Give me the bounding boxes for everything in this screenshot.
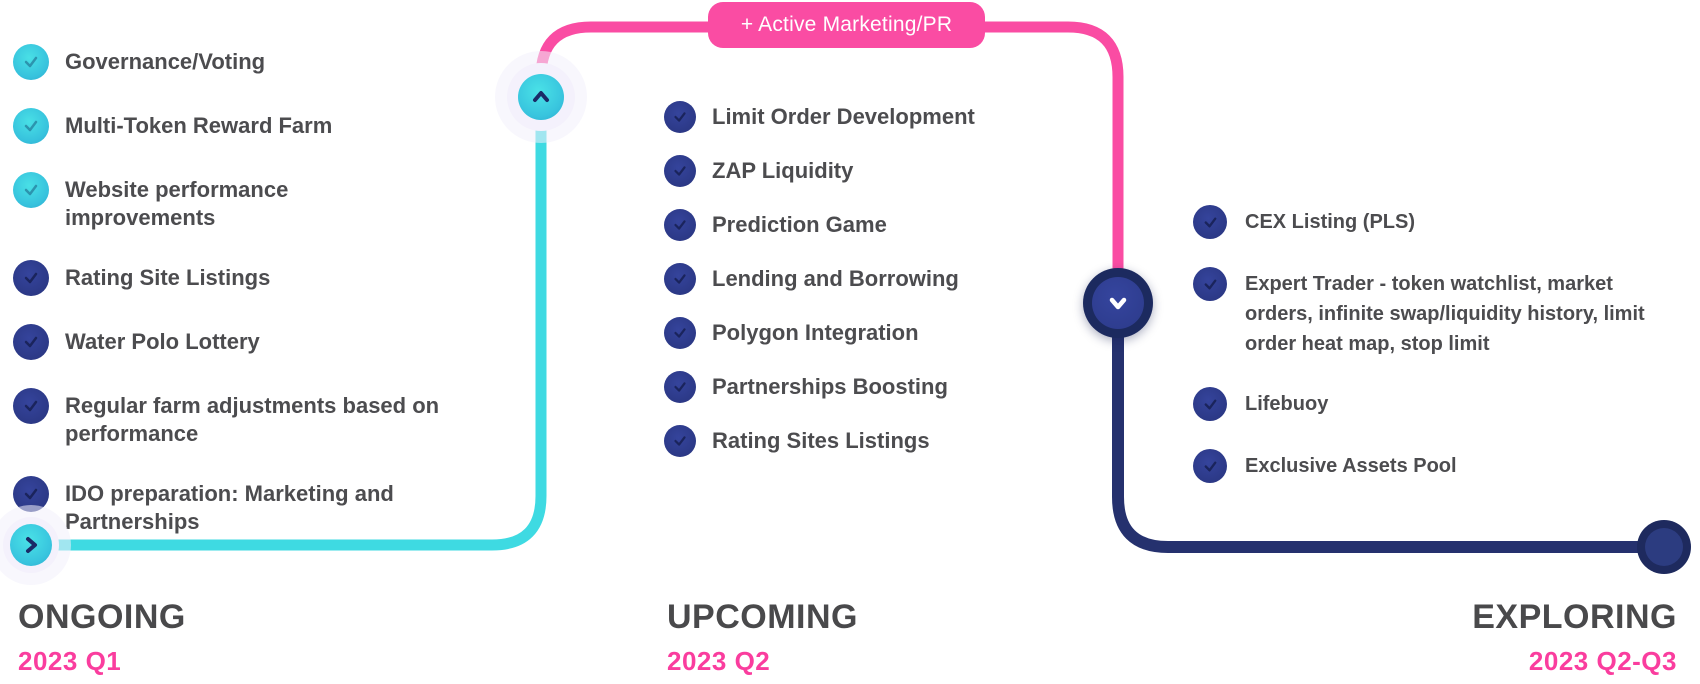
timeline-end-dot xyxy=(1637,520,1691,574)
list-item: Multi-Token Reward Farm xyxy=(13,108,473,144)
active-marketing-badge: + Active Marketing/PR xyxy=(708,2,985,48)
ongoing-items-list: Governance/Voting Multi-Token Reward Far… xyxy=(13,44,473,536)
check-icon xyxy=(13,388,49,424)
active-marketing-badge-label: + Active Marketing/PR xyxy=(740,13,953,36)
item-label: Limit Order Development xyxy=(712,104,975,129)
chevron-up-icon xyxy=(518,74,564,120)
item-label: CEX Listing (PLS) xyxy=(1245,211,1415,233)
exploring-items-list: CEX Listing (PLS) Expert Trader - token … xyxy=(1193,205,1663,483)
check-icon xyxy=(13,476,49,512)
item-label: ZAP Liquidity xyxy=(712,158,854,183)
item-label: Website performance improvements xyxy=(65,177,289,230)
check-icon xyxy=(1193,205,1227,239)
item-label: Partnerships Boosting xyxy=(712,374,948,399)
list-item: Expert Trader - token watchlist, market … xyxy=(1193,267,1663,359)
check-icon xyxy=(1193,267,1227,301)
check-icon xyxy=(664,317,696,349)
item-label: Governance/Voting xyxy=(65,49,266,74)
check-icon xyxy=(13,260,49,296)
exploring-segment-line xyxy=(1112,297,1670,553)
check-icon xyxy=(13,172,49,208)
list-item: Regular farm adjustments based on perfor… xyxy=(13,388,473,448)
list-item: Water Polo Lottery xyxy=(13,324,473,360)
exploring-header: EXPLORING 2023 Q2-Q3 xyxy=(1472,598,1677,677)
list-item: Lifebuoy xyxy=(1193,387,1663,421)
column-title: ONGOING xyxy=(18,598,186,636)
list-item: Prediction Game xyxy=(664,209,1084,241)
check-icon xyxy=(664,101,696,133)
list-item: Exclusive Assets Pool xyxy=(1193,449,1663,483)
check-icon xyxy=(664,155,696,187)
upcoming-header: UPCOMING 2023 Q2 xyxy=(667,598,858,677)
timeline-mid-node xyxy=(1083,268,1153,338)
list-item: CEX Listing (PLS) xyxy=(1193,205,1663,239)
item-label: Polygon Integration xyxy=(712,320,919,345)
list-item: Website performance improvements xyxy=(13,172,473,232)
column-title: EXPLORING xyxy=(1472,598,1677,636)
item-label: Prediction Game xyxy=(712,212,887,237)
list-item: IDO preparation: Marketing and Partnersh… xyxy=(13,476,473,536)
check-icon xyxy=(664,263,696,295)
item-label: Expert Trader - token watchlist, market … xyxy=(1245,273,1645,355)
item-label: IDO preparation: Marketing and Partnersh… xyxy=(65,481,394,534)
list-item: Limit Order Development xyxy=(664,101,1084,133)
list-item: Lending and Borrowing xyxy=(664,263,1084,295)
check-icon xyxy=(664,209,696,241)
check-icon xyxy=(1193,387,1227,421)
ongoing-header: ONGOING 2023 Q1 xyxy=(18,598,186,677)
column-period: 2023 Q2 xyxy=(667,646,771,676)
item-label: Lending and Borrowing xyxy=(712,266,959,291)
list-item: ZAP Liquidity xyxy=(664,155,1084,187)
upcoming-items-list: Limit Order Development ZAP Liquidity Pr… xyxy=(664,101,1084,457)
ongoing-segment-line xyxy=(25,91,547,551)
timeline-start-node xyxy=(3,517,59,573)
list-item: Partnerships Boosting xyxy=(664,371,1084,403)
list-item: Rating Sites Listings xyxy=(664,425,1084,457)
list-item: Polygon Integration xyxy=(664,317,1084,349)
column-period: 2023 Q1 xyxy=(18,646,122,676)
check-icon xyxy=(13,324,49,360)
item-label: Exclusive Assets Pool xyxy=(1245,455,1457,477)
list-item: Rating Site Listings xyxy=(13,260,473,296)
item-label: Regular farm adjustments based on perfor… xyxy=(65,393,440,446)
item-label: Multi-Token Reward Farm xyxy=(65,113,333,138)
check-icon xyxy=(664,371,696,403)
check-icon xyxy=(13,108,49,144)
check-icon xyxy=(1193,449,1227,483)
column-period: 2023 Q2-Q3 xyxy=(1528,646,1677,676)
item-label: Lifebuoy xyxy=(1245,393,1329,415)
item-label: Rating Site Listings xyxy=(65,265,271,290)
check-icon xyxy=(13,44,49,80)
item-label: Rating Sites Listings xyxy=(712,428,930,453)
chevron-right-icon xyxy=(10,524,52,566)
chevron-down-icon xyxy=(1092,277,1144,329)
timeline-top-node xyxy=(507,63,575,131)
column-title: UPCOMING xyxy=(667,598,858,636)
list-item: Governance/Voting xyxy=(13,44,473,80)
item-label: Water Polo Lottery xyxy=(65,329,260,354)
check-icon xyxy=(664,425,696,457)
